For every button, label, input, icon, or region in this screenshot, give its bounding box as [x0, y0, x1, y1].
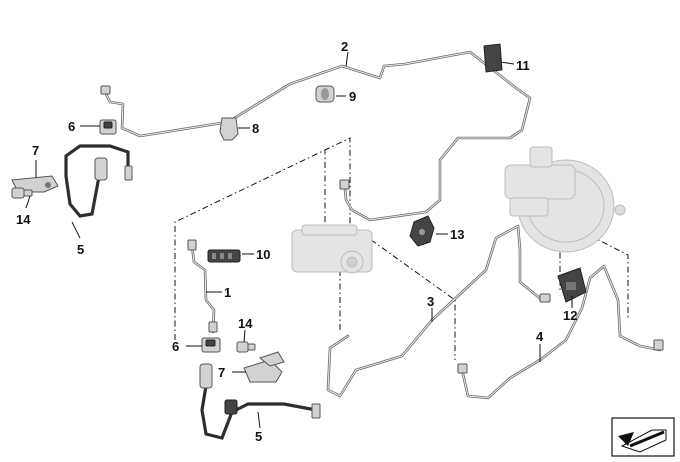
callout-11: 11: [516, 58, 530, 73]
holder-12: [557, 267, 587, 303]
orientation-arrow-icon: [611, 417, 675, 457]
pad-11: [483, 43, 503, 73]
clip-13: [409, 215, 435, 247]
brake-pipe-2: [100, 50, 532, 222]
callout-10: 10: [256, 247, 270, 262]
callout-6b: 6: [172, 339, 179, 354]
brake-pipe-1: [187, 239, 218, 334]
callout-7a: 7: [32, 143, 39, 158]
callout-14a: 14: [16, 212, 31, 227]
callout-2: 2: [341, 39, 348, 54]
pipe-holder-10: [207, 249, 241, 263]
abs-hydraulic-unit-ghost: [291, 224, 373, 274]
callout-12: 12: [563, 308, 577, 323]
holder-7-lower: [243, 351, 285, 383]
callout-leader-lines: [25, 51, 573, 429]
callout-6a: 6: [68, 119, 75, 134]
callout-8: 8: [252, 121, 259, 136]
grommet-9: [315, 85, 335, 103]
bolt-14-lower: [236, 341, 256, 353]
callout-3: 3: [427, 294, 434, 309]
clip-8: [219, 117, 239, 141]
callout-5a: 5: [77, 242, 84, 257]
callout-4: 4: [536, 329, 544, 344]
callout-1: 1: [224, 285, 231, 300]
callout-labels: 2 11 9 8 6 7 14 5 10 1 13 3 12 4 6 14 7 …: [16, 39, 577, 444]
brake-pipe-4: [457, 264, 664, 400]
brake-hose-5-lower: [199, 363, 321, 440]
brake-hose-5-upper: [64, 144, 133, 218]
bracket-6-lower: [201, 337, 221, 353]
callout-13: 13: [450, 227, 464, 242]
callout-9: 9: [349, 89, 356, 104]
bolt-14-upper: [11, 187, 33, 199]
brake-booster-ghost: [504, 146, 626, 253]
callout-5b: 5: [255, 429, 262, 444]
callout-14b: 14: [238, 316, 253, 331]
bracket-6-upper: [99, 119, 117, 135]
callout-7b: 7: [218, 365, 225, 380]
